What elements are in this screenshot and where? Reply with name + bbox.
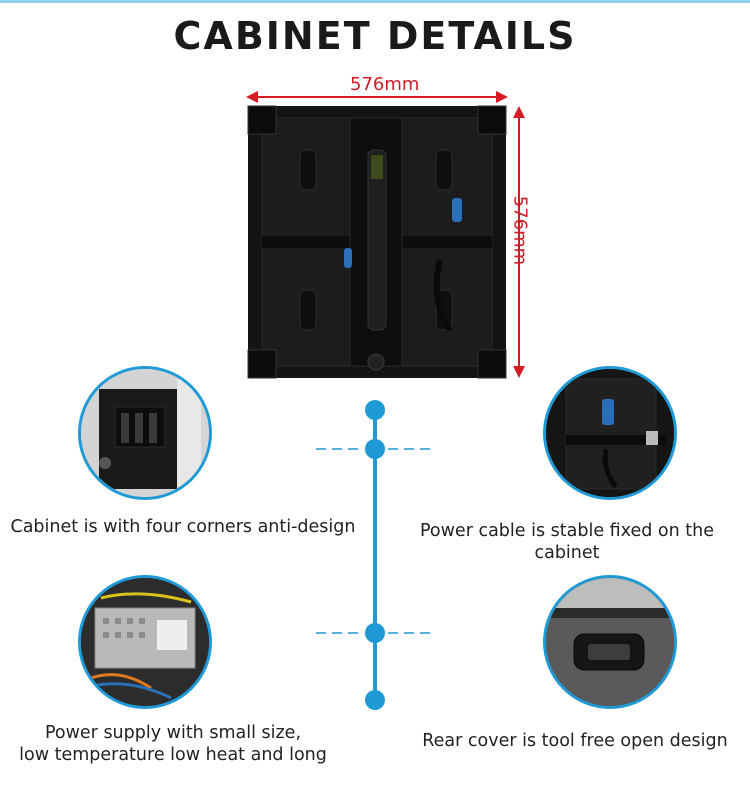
rear-cover-detail-image — [543, 575, 677, 709]
power-supply-detail-image — [78, 575, 212, 709]
caption-line: Cabinet is with four corners anti-design — [10, 517, 356, 537]
feature-timeline — [316, 400, 434, 710]
caption-line: Power supply with small size, — [44, 723, 302, 743]
cabinet-rear-view — [247, 105, 507, 379]
corner-detail-image — [78, 366, 212, 500]
caption-line: low temperature low heat and long — [19, 745, 327, 765]
width-dimension-label: 576mm — [350, 74, 420, 95]
caption-line: Rear cover is tool free open design — [422, 731, 728, 751]
caption-corner-design: Cabinet is with four corners anti-design — [8, 516, 358, 538]
height-dimension-arrow — [513, 106, 525, 378]
caption-power-cable: Power cable is stable fixed on the cabin… — [392, 520, 742, 564]
power-cable-detail-image — [543, 366, 677, 500]
caption-power-supply: Power supply with small size, low temper… — [8, 722, 338, 766]
page-title: CABINET DETAILS — [173, 14, 577, 58]
top-accent-line — [0, 0, 750, 3]
width-dimension-arrow — [246, 91, 508, 103]
caption-line: Power cable is stable fixed on the cabin… — [419, 521, 715, 563]
caption-rear-cover: Rear cover is tool free open design — [415, 730, 735, 752]
